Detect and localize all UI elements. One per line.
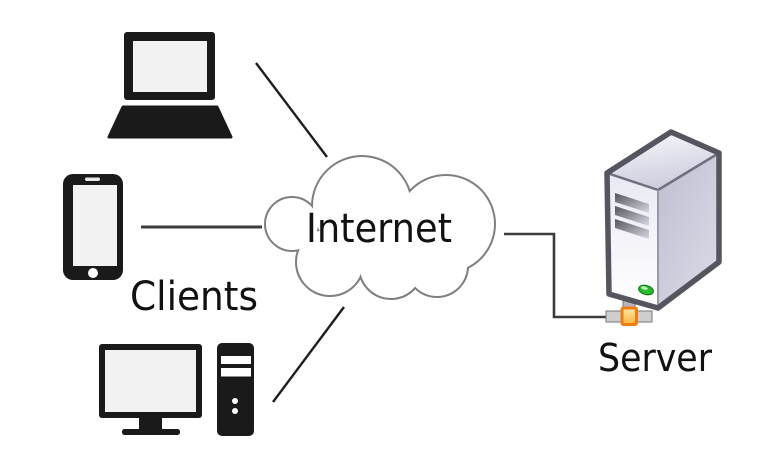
desktop-to-cloud-line [272,306,345,403]
desktop-computer-icon [99,343,254,436]
connection-lines [141,62,608,403]
laptop-to-cloud-line [255,62,328,158]
internet-label: Internet [306,206,452,252]
power-led-icon [638,284,654,296]
cloud-to-server-line [504,232,608,319]
server-tower-icon [604,129,722,326]
internet-cloud: Internet [264,155,496,300]
clients-label: Clients [130,274,258,320]
server-label: Server [598,336,712,380]
smartphone-icon [63,174,123,280]
laptop-icon [107,32,233,139]
drive-bay-slots [615,193,649,239]
